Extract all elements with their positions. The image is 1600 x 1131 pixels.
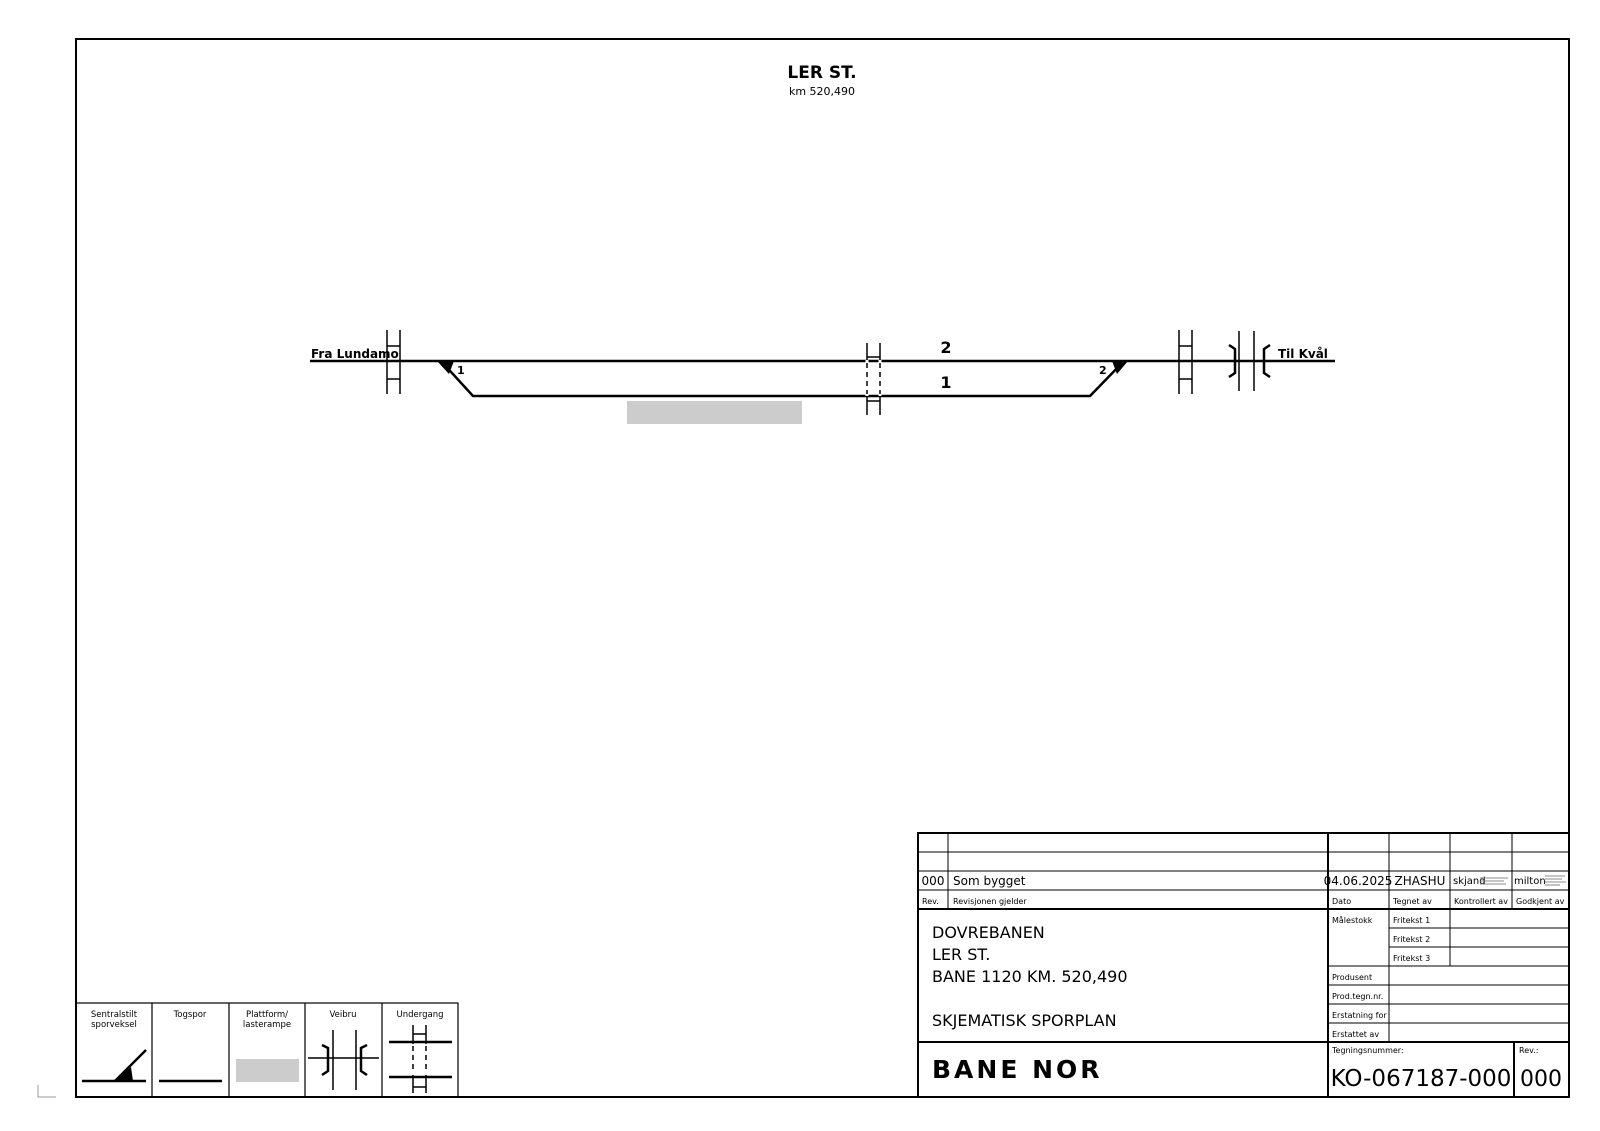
field-replaced-by: Erstattet av	[1332, 1030, 1379, 1039]
rev-number: 000	[922, 874, 945, 888]
drawing-number-label: Tegningsnummer:	[1331, 1046, 1404, 1055]
legend-label-platform-1: Plattform/	[246, 1010, 288, 1020]
underpass-icon	[389, 1025, 452, 1093]
approved-logo-lines	[1545, 875, 1566, 886]
rev-date: 04.06.2025	[1324, 874, 1393, 888]
legend-label-platform-2: lasterampe	[243, 1020, 291, 1030]
side-track	[440, 360, 1125, 398]
field-scale: Målestokk	[1332, 915, 1373, 925]
central-switch-icon	[82, 1049, 147, 1083]
corner-mark	[37, 1085, 56, 1098]
project-line-4: SKJEMATISK SPORPLAN	[932, 1011, 1117, 1030]
station-km: km 520,490	[789, 85, 855, 98]
sheet-frame	[75, 38, 1570, 1098]
header-rev: Rev.	[922, 897, 939, 906]
drawing-number: KO-067187-000	[1331, 1066, 1512, 1092]
switch-2-label: 2	[1099, 364, 1107, 377]
to-label: Til Kvål	[1278, 347, 1328, 361]
field-free-3: Fritekst 3	[1393, 954, 1430, 963]
header-approved: Godkjent av	[1516, 897, 1565, 906]
header-date: Dato	[1332, 897, 1351, 906]
field-producer: Produsent	[1332, 973, 1372, 982]
field-prod-no: Prod.tegn.nr.	[1332, 992, 1383, 1001]
drawing-rev-label: Rev.:	[1519, 1046, 1538, 1055]
header-checked: Kontrollert av	[1454, 897, 1508, 906]
header-drawn: Tegnet av	[1392, 897, 1432, 906]
legend-label-underpass: Undergang	[397, 1010, 444, 1020]
project-line-3: BANE 1120 KM. 520,490	[932, 967, 1128, 986]
platform-icon	[236, 1059, 299, 1082]
underpass-right	[1178, 330, 1193, 394]
drawing-rev-value: 000	[1520, 1067, 1562, 1092]
track-side-number: 1	[940, 373, 951, 392]
approved-by-logo: milton	[1514, 876, 1546, 887]
switch-1-marker	[437, 361, 454, 374]
legend: Sentralstilt sporveksel Togspor Plattfor…	[75, 1002, 459, 1098]
rev-text: Som bygget	[953, 874, 1026, 888]
road-bridge	[1228, 331, 1271, 391]
legend-label-central-switch-1: Sentralstilt	[91, 1010, 138, 1020]
header-applies: Revisjonen gjelder	[953, 897, 1027, 906]
project-line-1: DOVREBANEN	[932, 923, 1045, 942]
station-title: LER ST.	[787, 63, 856, 83]
from-label: Fra Lundamo	[311, 347, 399, 361]
legend-label-road-bridge: Veibru	[329, 1010, 356, 1020]
underpass-left	[386, 330, 401, 394]
checked-by-logo: skjand	[1453, 876, 1486, 887]
company-logo: BANE NOR	[932, 1055, 1103, 1084]
legend-label-track: Togspor	[173, 1010, 207, 1020]
track-plan	[310, 330, 1335, 424]
legend-label-central-switch-2: sporveksel	[91, 1020, 137, 1030]
road-bridge-icon	[308, 1030, 379, 1090]
field-free-1: Fritekst 1	[1393, 916, 1430, 925]
track-main-number: 2	[940, 338, 951, 357]
field-replaces: Erstatning for	[1332, 1011, 1387, 1020]
field-free-2: Fritekst 2	[1393, 935, 1430, 944]
platform	[627, 401, 802, 424]
switch-1-label: 1	[457, 364, 465, 377]
project-line-2: LER ST.	[932, 945, 990, 964]
switch-2-marker	[1112, 361, 1128, 374]
checked-logo-lines	[1480, 877, 1508, 885]
underpass-middle	[865, 343, 882, 415]
title-block: 000 Som bygget 04.06.2025 ZHASHU skjand …	[917, 832, 1570, 1098]
rev-drawn-by: ZHASHU	[1395, 874, 1446, 888]
